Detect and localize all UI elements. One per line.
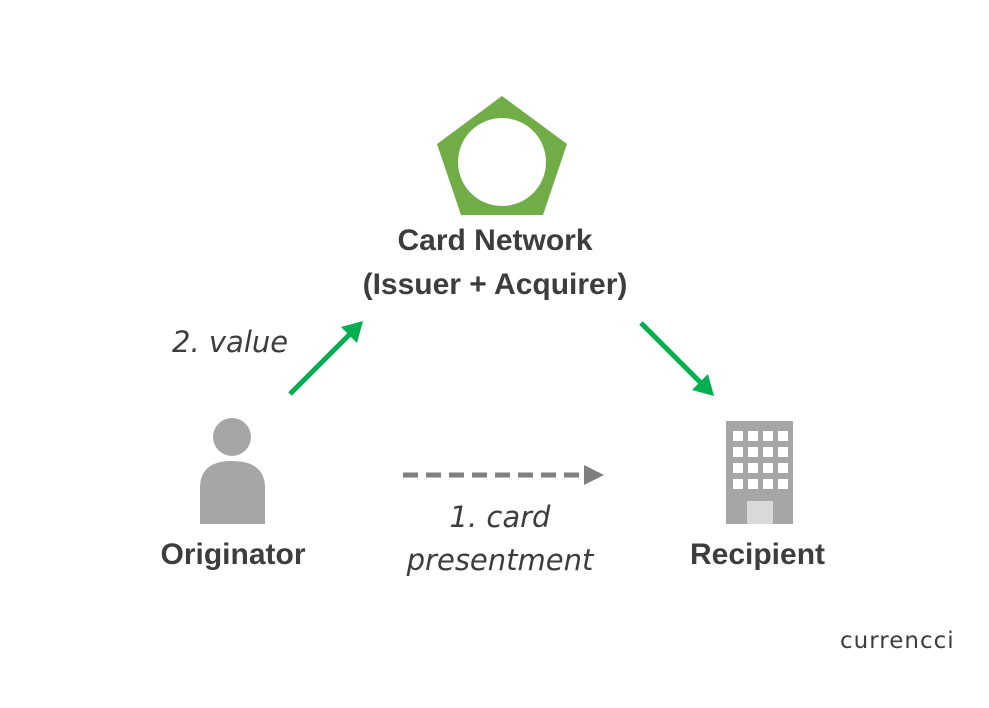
person-icon [200, 418, 265, 524]
originator-label: Originator [160, 538, 306, 571]
value-flow-label: 2. value [172, 325, 289, 359]
card-flow-label-line1: 1. card [449, 500, 551, 534]
settlement-arrow [639, 321, 714, 396]
card-network-title: Card Network [397, 224, 593, 257]
pentagon-ring-icon [437, 96, 567, 215]
recipient-label: Recipient [689, 538, 826, 571]
card-presentment-arrow [403, 465, 604, 485]
building-icon [726, 421, 793, 524]
card-flow-label-line2: presentment [406, 543, 594, 577]
value-arrow [288, 321, 363, 396]
card-network-subtitle: (Issuer + Acquirer) [362, 268, 628, 301]
brand-logo-text: currencci [840, 628, 955, 654]
